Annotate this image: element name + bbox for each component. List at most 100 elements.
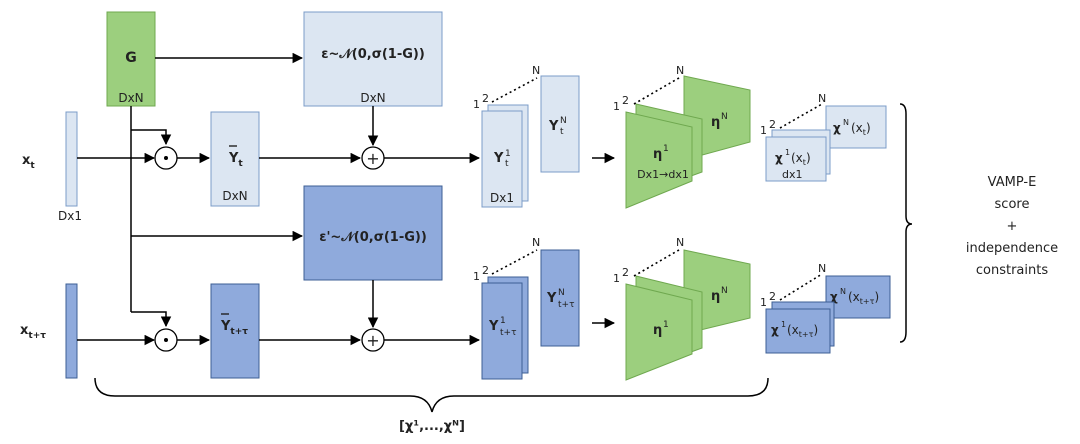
eta-1-label-bottom: η <box>653 323 662 338</box>
output-line3: + <box>1007 219 1018 234</box>
chi-1-sup-bottom: 1 <box>781 320 786 329</box>
ybar-dim-top: DxN <box>222 189 247 203</box>
chi-1-arg-bottom: (xt+τ) <box>787 323 818 339</box>
noise-box-bottom <box>303 185 443 281</box>
input-label-xt: xt <box>22 153 35 171</box>
y-last-box-top <box>540 75 580 173</box>
chi-stack-num2-bottom: 2 <box>769 290 776 303</box>
eta-stack-num2-bottom: 2 <box>622 266 629 279</box>
y-last-sub-top: t <box>560 127 564 137</box>
y-stack-front-top <box>481 110 523 208</box>
chi-n-sup-bottom: N <box>840 287 846 296</box>
chi-stack-dots-top <box>779 103 823 129</box>
chi-stack-num1-top: 1 <box>760 124 767 137</box>
chi-stack-numn-top: N <box>818 92 826 105</box>
chi-n-box-top <box>825 105 887 149</box>
chi-1-dim-top: dx1 <box>782 168 803 181</box>
chi-n-label-bottom: χ <box>830 290 838 304</box>
noise-box-top <box>303 11 443 107</box>
eta-stack-num1-bottom: 1 <box>613 272 620 285</box>
noise-dim-top: DxN <box>360 91 385 105</box>
chi-n-box-bottom <box>825 275 891 319</box>
eta-stack-dots-bottom <box>633 249 680 277</box>
add-symbol-top: + <box>366 149 379 168</box>
chi-1-label-top: χ <box>775 151 783 165</box>
eta-stack-dots-top <box>633 77 680 105</box>
eta-1-sup-top: 1 <box>663 144 669 154</box>
right-bracket <box>899 103 913 343</box>
y-first-label-top: Y <box>493 151 504 166</box>
chi-1-label-bottom: χ <box>771 323 779 337</box>
eta-n-label-top: η <box>711 115 720 130</box>
ybar-label-top: Yt <box>228 151 243 169</box>
output-line2: score <box>995 197 1030 212</box>
y-stack-dots-top <box>491 77 538 103</box>
chi-1-box-bottom <box>765 308 831 354</box>
input-label-xttau: xt+τ <box>20 323 46 341</box>
noise-label-bottom: ε'~𝒩(0,σ(1-G)) <box>319 230 427 245</box>
y-first-sub-top: t <box>505 159 509 169</box>
input-bar-xt <box>65 111 78 207</box>
eta-n-label-bottom: η <box>711 289 720 304</box>
y-first-sub-bottom: t+τ <box>500 328 517 338</box>
ybar-box-bottom <box>210 283 260 379</box>
y-stack-num1-bottom: 1 <box>473 270 480 283</box>
bottom-brace <box>94 377 769 413</box>
y-stack-numn-bottom: N <box>532 236 540 249</box>
eta-1-sup-bottom: 1 <box>663 320 669 330</box>
input-bar-xttau <box>65 283 78 379</box>
g-box <box>106 11 156 107</box>
chi-stack-num1-bottom: 1 <box>760 296 767 309</box>
eta-stack-num2-top: 2 <box>622 94 629 107</box>
input-dim-xt: Dx1 <box>58 209 82 223</box>
y-first-sup-bottom: 1 <box>500 316 506 326</box>
y-last-box-bottom <box>540 249 580 347</box>
output-line4: independence <box>966 241 1058 256</box>
eta-stack-numn-bottom: N <box>676 236 684 249</box>
chi-n-label-top: χ <box>833 121 841 135</box>
y-stack-num2-top: 2 <box>482 92 489 105</box>
ybar-label-bottom: Yt+τ <box>220 319 248 337</box>
y-stack-front-bottom <box>481 282 523 380</box>
eta-1-trap-top <box>625 111 693 209</box>
eta-stack-num1-top: 1 <box>613 100 620 113</box>
ybar-box-top <box>210 111 260 207</box>
chi-n-arg-top: (xt) <box>851 121 871 137</box>
y-stack-num1-top: 1 <box>473 98 480 111</box>
y-last-label-bottom: Y <box>546 291 557 306</box>
chi-stack-dots-bottom <box>779 273 823 301</box>
g-dim: DxN <box>118 91 143 105</box>
y-last-sup-top: N <box>560 116 567 126</box>
add-symbol-bottom: + <box>366 331 379 350</box>
eta-stack-numn-top: N <box>676 64 684 77</box>
output-line1: VAMP-E <box>988 175 1037 190</box>
brace-label: [χ¹,...,χᴺ] <box>399 419 465 434</box>
y-stack-numn-top: N <box>532 64 540 77</box>
output-line5: constraints <box>976 263 1048 278</box>
g-label: G <box>125 50 137 66</box>
chi-1-sup-top: 1 <box>785 148 790 157</box>
noise-label-top: ε~𝒩(0,σ(1-G)) <box>321 47 425 62</box>
y-first-sup-top: 1 <box>505 149 511 159</box>
eta-n-sup-bottom: N <box>721 286 728 296</box>
y-last-sub-bottom: t+τ <box>558 300 575 310</box>
y-last-label-top: Y <box>548 119 559 134</box>
eta-n-sup-top: N <box>721 112 728 122</box>
arrow-g-to-mult-bottom <box>131 311 172 328</box>
chi-1-box-top <box>765 136 827 182</box>
y-first-label-bottom: Y <box>488 319 499 334</box>
y-first-dim-top: Dx1 <box>490 191 514 205</box>
y-stack-dots-bottom <box>491 249 538 275</box>
multiply-dot-bottom <box>164 338 168 342</box>
y-stack-num2-bottom: 2 <box>482 264 489 277</box>
chi-stack-numn-bottom: N <box>818 262 826 275</box>
chi-n-sup-top: N <box>843 118 849 127</box>
chi-1-arg-top: (xt) <box>791 151 811 167</box>
arrow-g-to-mult-top <box>131 129 172 146</box>
eta-1-dim-top: Dx1→dx1 <box>637 168 689 181</box>
chi-n-arg-bottom: (xt+τ) <box>848 290 879 306</box>
eta-1-label-top: η <box>653 147 662 162</box>
y-last-sup-bottom: N <box>558 288 565 298</box>
multiply-dot-top <box>164 156 168 160</box>
